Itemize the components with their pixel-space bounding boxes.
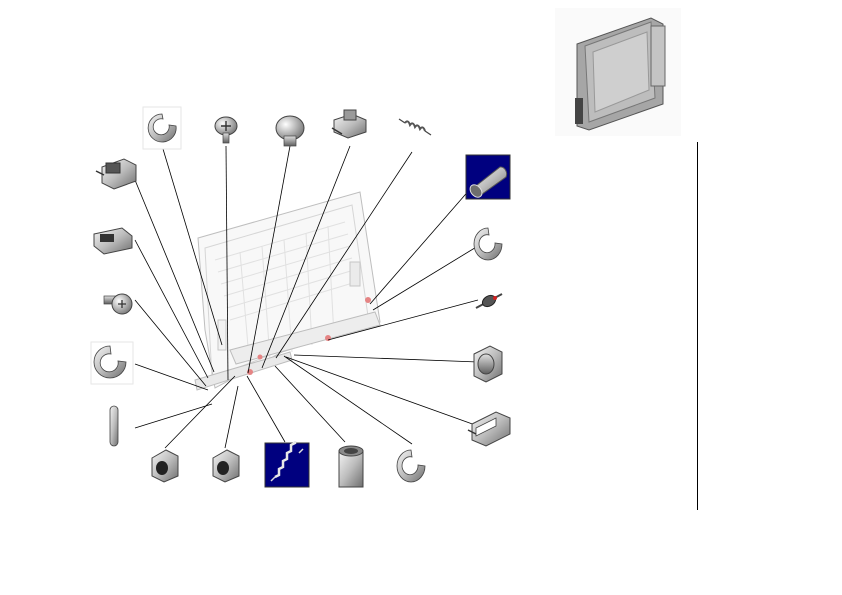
bracket-right [467, 411, 511, 447]
leader-lines [134, 145, 479, 449]
e-ring-right [473, 227, 503, 261]
bracket-left-top [95, 158, 137, 190]
pin-left [109, 405, 119, 447]
main-panel-assembly [194, 191, 381, 391]
assembly-thumbnail [555, 8, 681, 136]
collar-bottom-1 [151, 449, 179, 483]
e-ring-left [90, 341, 134, 385]
e-ring-top [142, 106, 182, 150]
bushing-right [473, 345, 503, 383]
screw-left [103, 293, 133, 315]
vertical-divider-line [697, 142, 698, 510]
e-ring-bottom [396, 449, 426, 483]
latch-top [331, 109, 367, 139]
tube-right [465, 154, 511, 200]
collar-bottom-2 [212, 449, 240, 483]
sleeve-bottom [338, 445, 364, 488]
spring-top [398, 118, 432, 136]
spring-bottom [264, 441, 310, 488]
clip-left [93, 227, 133, 255]
knob-top [275, 115, 305, 147]
roller-right [475, 293, 503, 309]
screw-top [214, 116, 238, 144]
